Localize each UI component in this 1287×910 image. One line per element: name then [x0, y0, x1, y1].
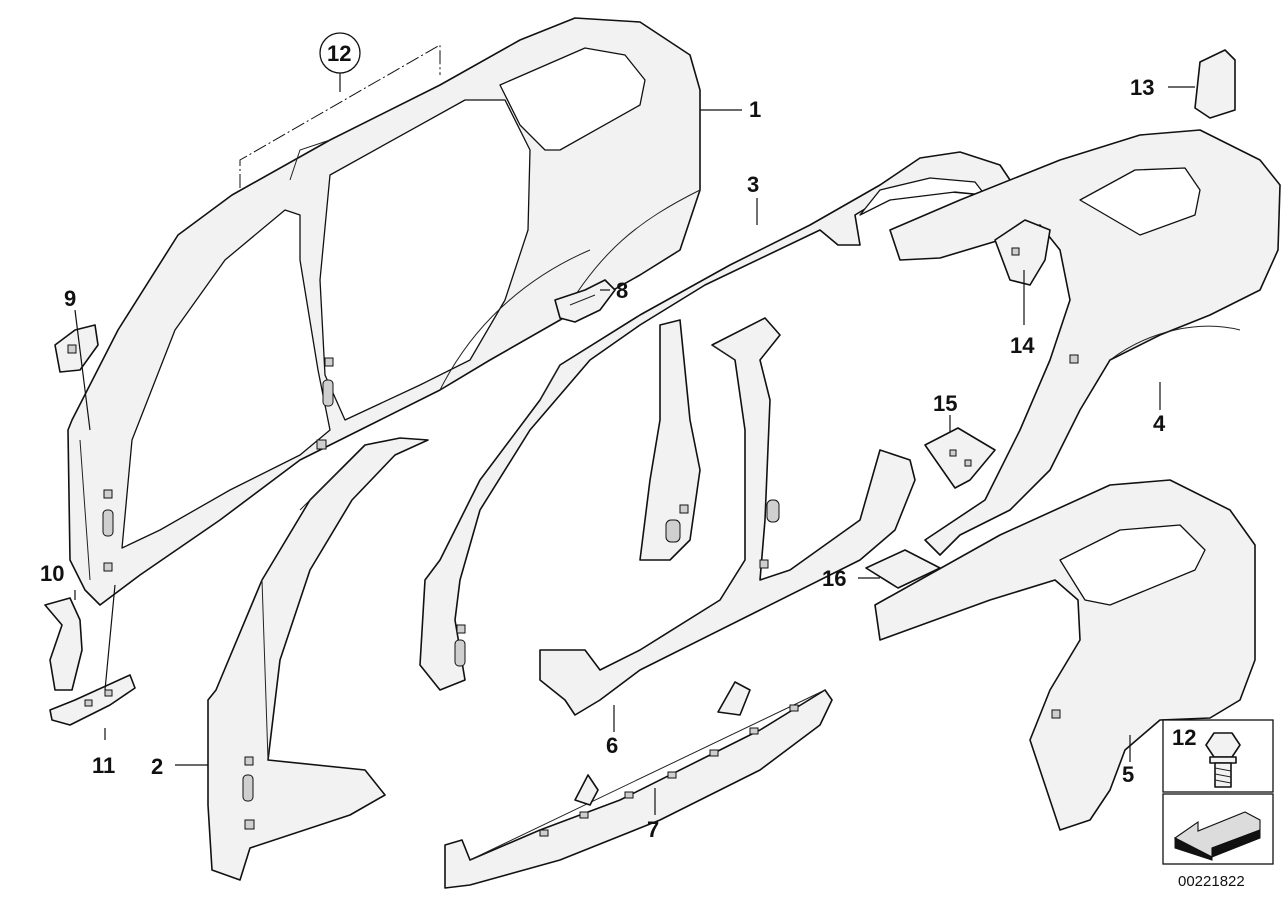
part-16-plate — [865, 549, 941, 589]
callout-1: 1 — [749, 97, 761, 122]
callout-7: 7 — [647, 817, 659, 842]
callout-12-circle — [319, 32, 361, 74]
reference-number: 00221822 — [1178, 873, 1245, 890]
callout-12-circled: 12 — [327, 41, 351, 66]
part-15-plate — [924, 427, 996, 489]
callout-3: 3 — [747, 172, 759, 197]
part-5-quarter-panel — [874, 479, 1256, 831]
part-11-reinforcement — [49, 674, 136, 726]
bolt-icon — [1205, 732, 1241, 788]
part-6-b-pillar-sill — [539, 317, 916, 716]
part-9-bracket — [54, 324, 99, 373]
callout-5: 5 — [1122, 762, 1134, 787]
callout-10: 10 — [40, 561, 64, 586]
part-1-side-frame — [67, 17, 701, 606]
part-4-rear-side-panel — [889, 129, 1281, 556]
callout-9: 9 — [64, 286, 76, 311]
part-14-bracket — [994, 219, 1051, 286]
callout-2: 2 — [151, 754, 163, 779]
leader-lines — [74, 86, 1195, 815]
callout-8: 8 — [616, 278, 628, 303]
callout-14: 14 — [1010, 333, 1035, 358]
arrow-icon — [1173, 811, 1261, 861]
part-7-sill-reinforcement — [444, 681, 833, 889]
callout-4: 4 — [1153, 411, 1166, 436]
callout-11: 11 — [92, 753, 115, 778]
callout-6: 6 — [606, 733, 618, 758]
part-2-a-pillar — [207, 437, 429, 881]
callout-13: 13 — [1130, 75, 1154, 100]
part-13-bracket — [1194, 49, 1236, 119]
callout-15: 15 — [933, 391, 957, 416]
arrow-legend-box — [1162, 793, 1274, 865]
callout-16: 16 — [822, 566, 846, 591]
callout-12-box: 12 — [1172, 725, 1196, 750]
part-10-bracket — [44, 597, 83, 691]
group-bracket-12 — [239, 44, 441, 188]
bolt-legend-box: 12 — [1162, 719, 1274, 793]
part-3-roof-frame — [419, 151, 1011, 691]
